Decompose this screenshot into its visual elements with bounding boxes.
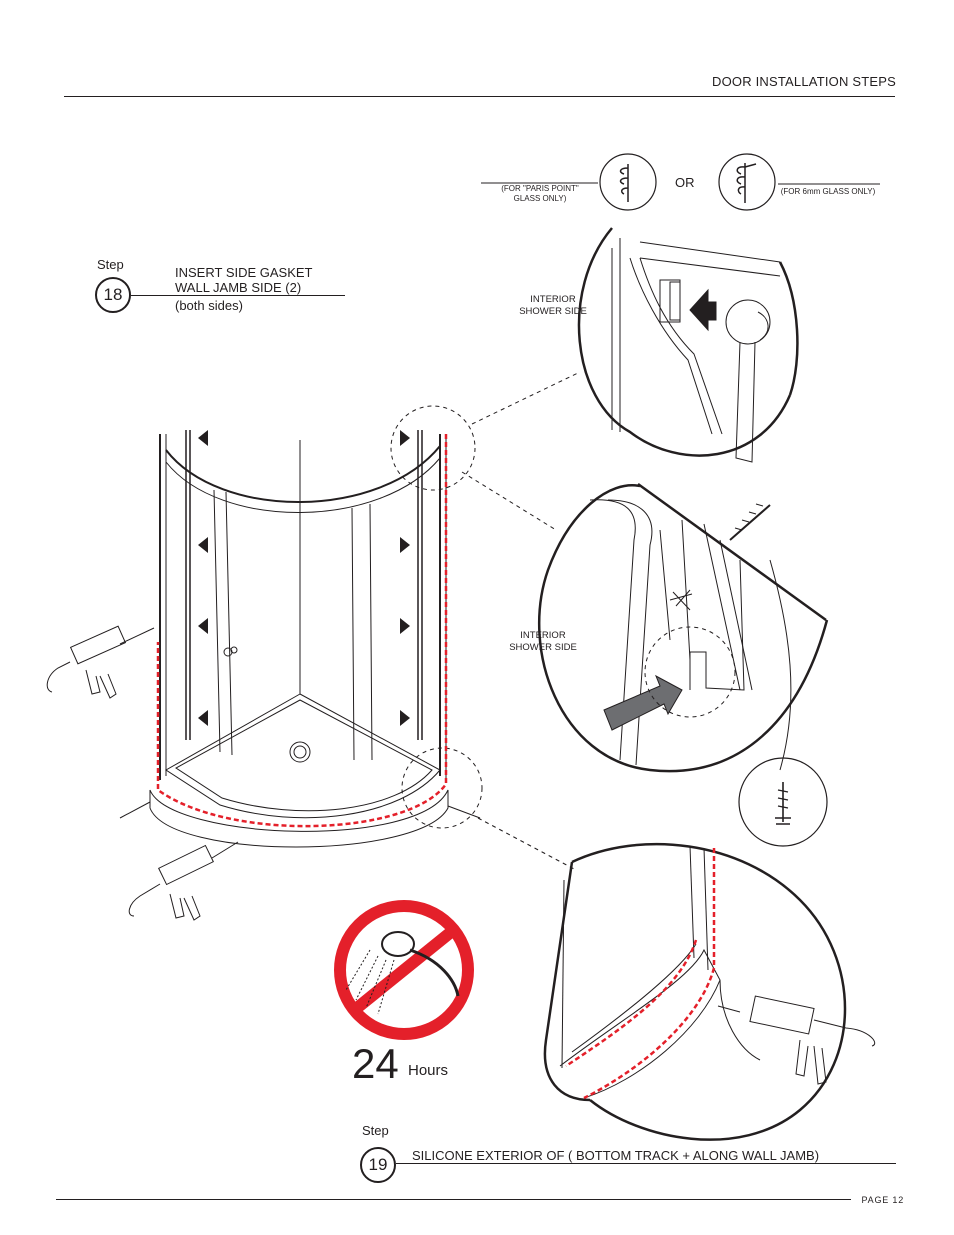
step-18-number: 18	[95, 277, 131, 313]
cure-time-unit: Hours	[408, 1062, 449, 1079]
step-18-note: (both sides)	[175, 298, 243, 313]
header-divider	[64, 96, 895, 97]
middle-detail-zoom	[537, 482, 829, 773]
step-19-title: SILICONE EXTERIOR OF ( BOTTOM TRACK + AL…	[412, 1148, 820, 1163]
shower-enclosure	[119, 430, 481, 848]
bottom-detail-leader	[477, 817, 577, 871]
top-detail-leader	[471, 371, 581, 425]
step-19-number: 19	[360, 1147, 396, 1183]
page-number: PAGE 12	[861, 1195, 904, 1205]
middle-detail-leader	[461, 471, 557, 531]
6mm-gasket-caption: (FOR 6mm GLASS ONLY)	[780, 187, 876, 196]
6mm-gasket-icon	[718, 153, 776, 211]
caulk-gun-icon	[46, 625, 155, 699]
step-19-label: Step	[362, 1123, 389, 1138]
paris-point-gasket-caption: (FOR "PARIS POINT" GLASS ONLY)	[501, 184, 579, 203]
caulk-gun-icon	[128, 841, 239, 921]
top-detail-marker	[390, 405, 476, 491]
paris-point-gasket-icon	[599, 153, 657, 211]
section-title: DOOR INSTALLATION STEPS	[712, 74, 896, 89]
bottom-detail-marker	[401, 747, 483, 829]
step-18-title-line2: WALL JAMB SIDE (2)	[175, 280, 302, 295]
step-18-title: INSERT SIDE GASKET WALL JAMB SIDE (2)	[175, 265, 313, 295]
bottom-detail-zoom	[543, 842, 876, 1141]
silicone-bead-wall-jamb	[583, 848, 716, 1100]
assembly-arrows	[198, 430, 410, 726]
or-label: OR	[675, 175, 695, 190]
step-19-underline	[396, 1163, 896, 1164]
footer-divider	[56, 1199, 851, 1200]
step-18-underline	[131, 295, 345, 296]
top-detail-zoom	[577, 227, 799, 463]
silicone-bead-bottom-track	[565, 939, 698, 1068]
middle-detail-label: INTERIOR SHOWER SIDE	[509, 630, 577, 653]
middle-detail-marker	[644, 626, 736, 718]
step-18-label: Step	[97, 257, 124, 272]
step-18-title-line1: INSERT SIDE GASKET	[175, 265, 313, 280]
cure-time-number: 24	[352, 1040, 399, 1087]
top-detail-label: INTERIOR SHOWER SIDE	[519, 294, 587, 317]
screw-icon	[738, 757, 828, 847]
silicone-bead-enclosure	[156, 434, 448, 828]
no-water-icon	[334, 900, 474, 1040]
